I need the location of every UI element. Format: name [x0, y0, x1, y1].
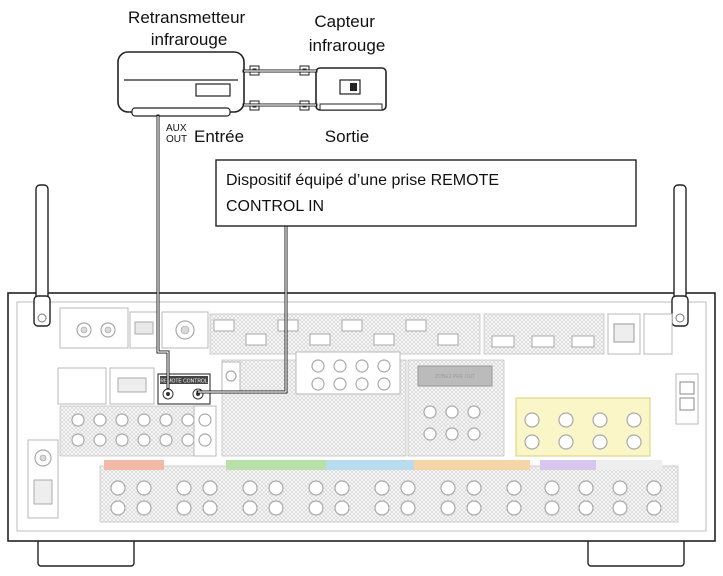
left-antenna-icon	[33, 184, 51, 327]
right-antenna-icon	[671, 184, 689, 327]
output-label: Sortie	[325, 127, 369, 146]
ir-sensor-label: Capteur infrarouge	[309, 12, 386, 55]
preout-block: ZONE2 PRE OUT	[221, 351, 505, 457]
zone2-speaker-terminals	[515, 397, 651, 457]
ir-sensor-device	[315, 67, 387, 111]
analog-io-block	[57, 367, 217, 457]
ac-inlet	[675, 373, 699, 425]
device-callout: Dispositif équipé d’une prise REMOTE CON…	[215, 159, 637, 227]
remote-control-cables	[156, 114, 288, 394]
ir-repeater-device	[117, 51, 245, 117]
av-receiver: REMOTE CONTROL ZONE2 PRE OUT	[7, 184, 716, 567]
front-channel-tab	[104, 460, 164, 470]
remote-control-jack-block: REMOTE CONTROL	[157, 373, 211, 405]
device-callout-text: Dispositif équipé d’une prise REMOTE CON…	[226, 172, 503, 215]
surround-back-tab	[414, 460, 530, 470]
svg-text:ZONE2 PRE OUT: ZONE2 PRE OUT	[435, 374, 475, 380]
front-wide-tab	[540, 460, 596, 470]
input-label: Entrée	[194, 127, 244, 146]
right-foot	[587, 538, 685, 567]
speaker-terminals-row	[99, 460, 679, 523]
repeater-sensor-cables	[242, 65, 318, 111]
surround-channel-tab	[326, 460, 414, 470]
svg-text:REMOTE CONTROL: REMOTE CONTROL	[160, 379, 207, 385]
ir-repeater-label: Retransmetteur infrarouge	[128, 8, 250, 49]
top-connector-row	[59, 307, 673, 355]
center-channel-tab	[226, 460, 326, 470]
antenna-terminal-block	[27, 439, 59, 519]
left-foot	[37, 538, 135, 567]
aux-out-label: AUX OUT	[166, 123, 189, 145]
